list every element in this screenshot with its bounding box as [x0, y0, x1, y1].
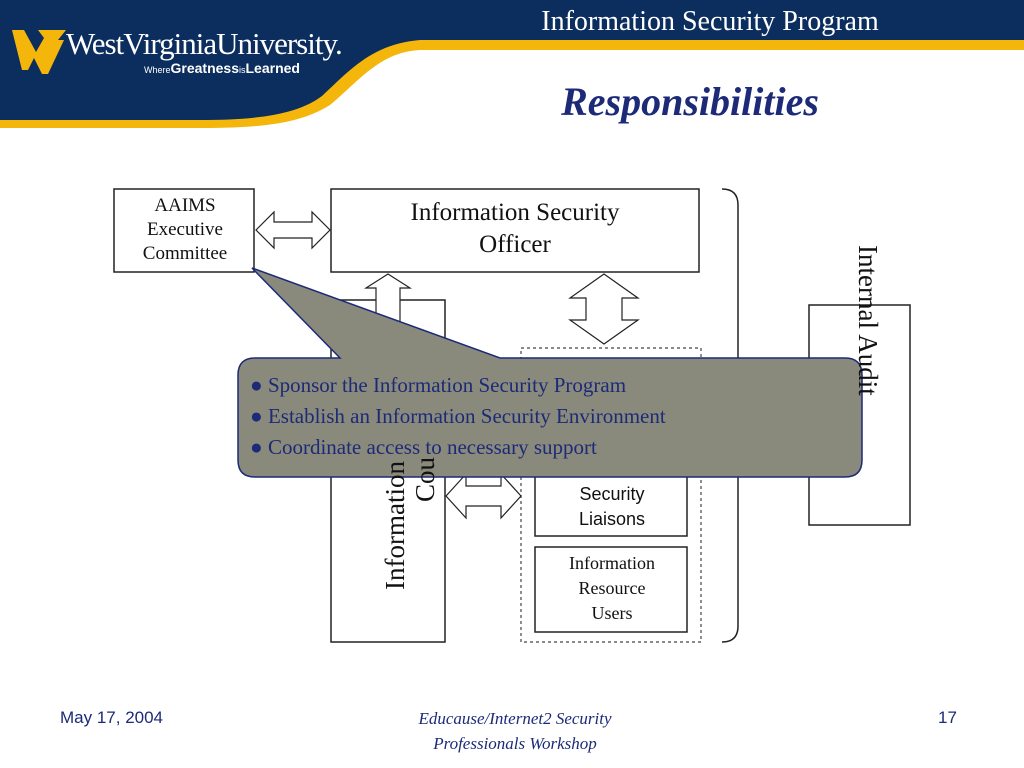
internal-audit-label: Internal Audit [853, 245, 883, 396]
footer-event: Educause/Internet2 Security Professional… [360, 706, 670, 756]
liaisons-line-1: Security [579, 484, 645, 504]
users-line-2: Resource [578, 578, 646, 598]
logo-tagline: WhereGreatnessisLearned [144, 60, 300, 76]
footer-date: May 17, 2004 [60, 708, 164, 727]
logo-wordmark: WestVirginiaUniversity. [66, 26, 343, 61]
callout-item-text: Establish an Information Security Enviro… [267, 404, 666, 428]
callout-item-text: Sponsor the Information Security Program [267, 373, 627, 397]
footer-event-line-1: Educause/Internet2 Security [418, 709, 612, 728]
officer-line-1: Information Security [410, 199, 620, 226]
bullet-icon: ● [250, 373, 263, 397]
aaims-committee-label: AAIMS Executive Committee [116, 194, 254, 266]
resource-users-label: Information Resource Users [537, 551, 687, 626]
header-navy-band [0, 0, 1024, 120]
aaims-line-1: AAIMS [154, 195, 216, 216]
security-liaisons-label: Security Liaisons [537, 482, 687, 532]
callout-balloon [237, 267, 863, 478]
liaison-dotted-group [520, 347, 702, 643]
aaims-line-2: Executive [147, 219, 223, 240]
officer-liaison-arrow [568, 273, 640, 345]
officer-line-2: Officer [479, 231, 551, 258]
bullet-icon: ● [250, 404, 263, 428]
tagline-main: Greatness [170, 60, 239, 76]
callout-item: ● Establish an Information Security Envi… [250, 401, 666, 432]
users-line-3: Users [591, 603, 633, 623]
council-liaison-arrow [445, 472, 522, 520]
security-officer-box [330, 188, 700, 273]
aaims-officer-arrow [255, 210, 331, 250]
bullet-icon: ● [250, 435, 263, 459]
wv-logo-icon [12, 30, 66, 74]
resource-users-box [534, 546, 688, 633]
aaims-line-3: Committee [142, 243, 228, 264]
liaisons-line-2: Liaisons [578, 509, 646, 529]
tagline-end: Learned [245, 60, 300, 76]
callout-item-text: Coordinate access to necessary support [267, 435, 597, 459]
tagline-prefix: Where [144, 65, 171, 75]
callout-item: ● Coordinate access to necessary support [250, 432, 666, 463]
footer-event-line-2: Professionals Workshop [433, 734, 597, 753]
security-officer-label: Information Security Officer [333, 197, 697, 261]
aaims-committee-box [113, 188, 255, 273]
slide-number: 17 [938, 708, 957, 727]
callout-bullets: ● Sponsor the Information Security Progr… [250, 370, 666, 463]
header-title: Information Security Program [541, 6, 879, 37]
callout-item: ● Sponsor the Information Security Progr… [250, 370, 666, 401]
tagline-mid: is [239, 65, 246, 75]
slide-title: Responsibilities [561, 79, 819, 124]
users-line-1: Information [569, 553, 655, 573]
